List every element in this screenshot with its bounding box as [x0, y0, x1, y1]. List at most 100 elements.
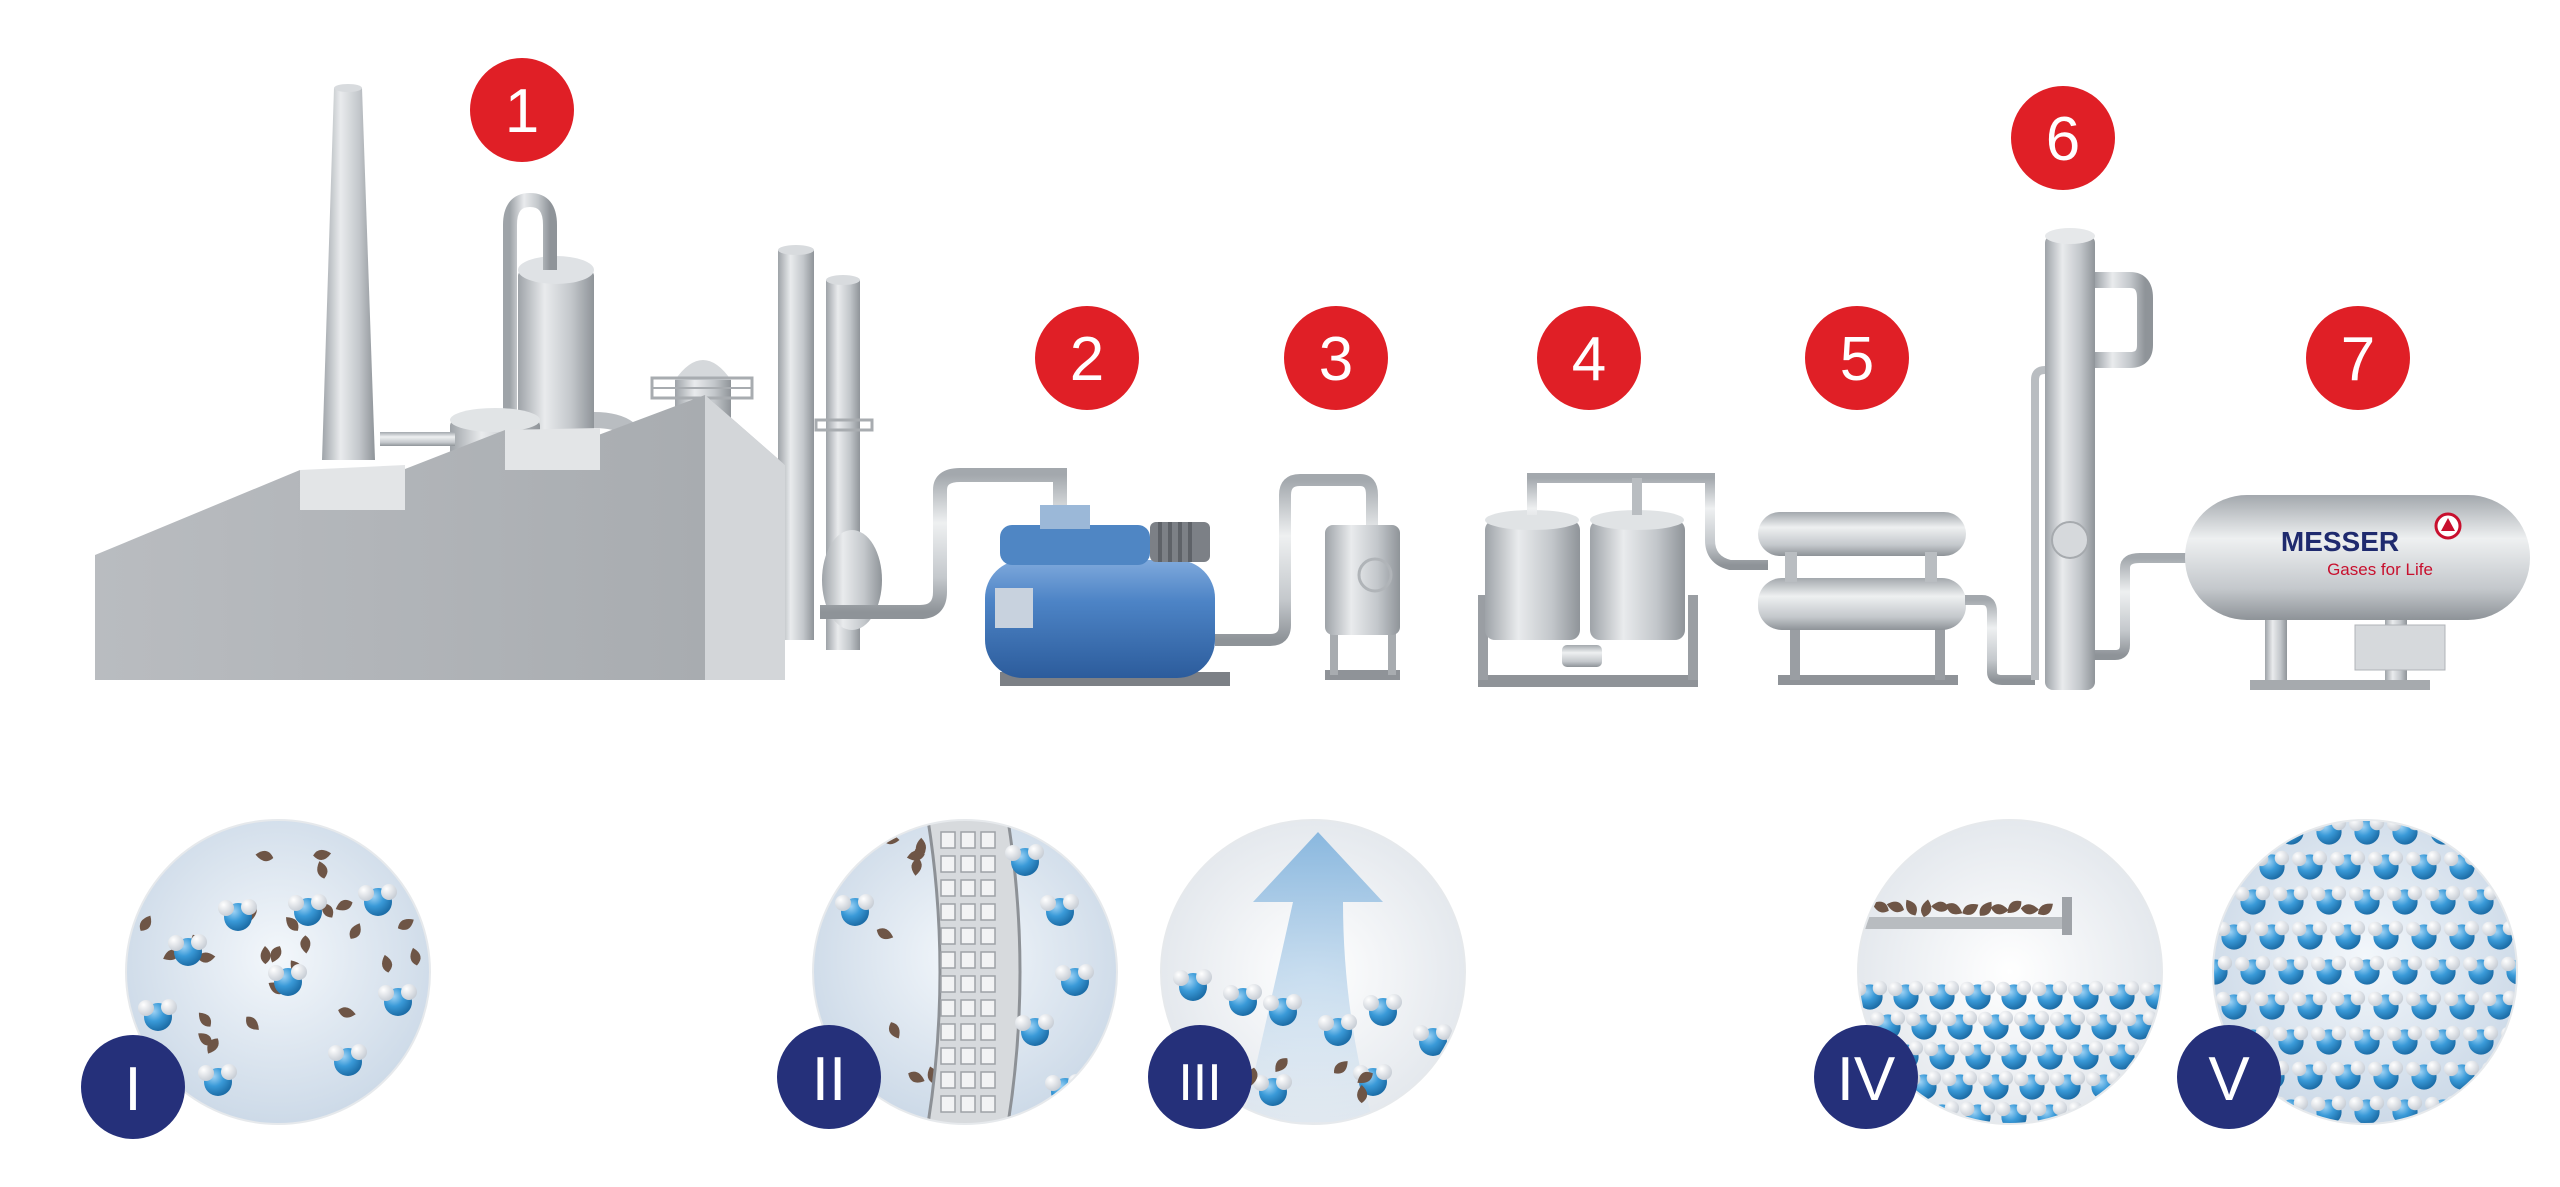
- molecule: [2368, 990, 2404, 1020]
- molecule: [2406, 990, 2442, 1020]
- molecule: [288, 894, 327, 926]
- molecule: [2425, 1025, 2461, 1055]
- molecule: [2368, 850, 2404, 880]
- particle: [197, 952, 216, 963]
- detail-badge-circle: [777, 1025, 881, 1129]
- molecule: [2482, 1060, 2517, 1090]
- molecule: [2213, 955, 2233, 985]
- molecule: [1045, 1074, 1084, 1106]
- molecule: [2050, 1070, 2086, 1100]
- molecule: [328, 1044, 367, 1076]
- molecule: [2501, 1096, 2517, 1124]
- particle: [2007, 900, 2022, 914]
- molecule: [1040, 894, 1079, 926]
- detail-badge-circle: [81, 1035, 185, 1139]
- particle: [139, 915, 152, 931]
- molecule: [2349, 1025, 2385, 1055]
- molecule: [2235, 885, 2271, 915]
- molecule: [1253, 1074, 1292, 1106]
- molecule: [2140, 1100, 2162, 1124]
- detail-badge-circle: [1814, 1025, 1918, 1129]
- step-badge-circle: [1284, 306, 1388, 410]
- molecule: [1906, 1010, 1942, 1040]
- detail-badge-V: V: [2177, 1025, 2281, 1129]
- dryer-unit: [1478, 473, 1768, 687]
- particle: [1979, 901, 1992, 916]
- molecule: [2482, 850, 2517, 880]
- molecule: [2330, 990, 2366, 1020]
- step-badge-circle: [470, 58, 574, 162]
- step-badge-1: 1: [470, 58, 574, 162]
- molecule: [2086, 1010, 2122, 1040]
- tank-brand-text: MESSER: [2281, 526, 2399, 557]
- particle: [402, 1083, 415, 1099]
- particle: [300, 935, 311, 954]
- particle: [207, 1038, 219, 1054]
- molecule: [2235, 820, 2271, 845]
- detail-roman-label: II: [812, 1045, 846, 1114]
- particle: [335, 899, 353, 911]
- scrubber-vessel: [1325, 525, 1470, 680]
- molecule: [2032, 980, 2068, 1010]
- molecule: [268, 964, 307, 996]
- distillation-column: [2031, 228, 2195, 690]
- molecule: [2520, 1061, 2555, 1090]
- particle: [198, 1012, 211, 1027]
- particle: [1357, 1085, 1368, 1104]
- step-badge-5: 5: [1805, 306, 1909, 410]
- detail-view-II: [812, 819, 1118, 1125]
- molecule: [1015, 1014, 1054, 1046]
- particle: [317, 861, 328, 879]
- molecule: [2140, 1040, 2162, 1070]
- molecule: [2273, 1025, 2309, 1055]
- compressor-unit: [985, 474, 1378, 686]
- molecule: [2387, 1025, 2423, 1055]
- molecule: [1363, 994, 1402, 1026]
- particle: [889, 1022, 900, 1039]
- molecule: [2014, 1010, 2050, 1040]
- molecule: [1055, 964, 1094, 996]
- particle: [914, 842, 926, 859]
- molecule: [1870, 1010, 1906, 1040]
- detail-roman-label: IV: [1837, 1045, 1896, 1114]
- molecule: [1263, 994, 1302, 1026]
- detail-badge-III: III: [1148, 1025, 1252, 1129]
- step-badge-circle: [1805, 306, 1909, 410]
- step-badge-4: 4: [1537, 306, 1641, 410]
- messer-logo: MESSER Gases for Life: [2281, 512, 2462, 579]
- molecule: [2292, 990, 2328, 1020]
- molecule: [2292, 850, 2328, 880]
- particle: [246, 1016, 259, 1030]
- molecule: [358, 884, 397, 916]
- particle: [1886, 901, 1905, 913]
- molecule: [1173, 969, 1212, 1001]
- molecule: [2032, 1040, 2068, 1070]
- particle: [1334, 1061, 1348, 1074]
- particle: [1275, 1058, 1288, 1072]
- detail-view-IV: [1857, 819, 2163, 1125]
- particle: [286, 917, 299, 931]
- molecule: [1888, 980, 1924, 1010]
- molecule: [1413, 1024, 1452, 1056]
- molecule: [2387, 885, 2423, 915]
- step-badge-6: 6: [2011, 86, 2115, 190]
- molecule: [2158, 1011, 2162, 1027]
- molecule: [2520, 851, 2555, 880]
- molecule: [2292, 1060, 2328, 1090]
- tray: [1865, 917, 2070, 929]
- molecule: [2292, 920, 2328, 950]
- particle: [410, 947, 421, 966]
- molecule: [2444, 990, 2480, 1020]
- molecule: [2122, 1070, 2158, 1100]
- molecule: [2273, 955, 2309, 985]
- molecule: [1005, 844, 1044, 876]
- step-number-label: 2: [1070, 325, 1104, 394]
- molecule: [2425, 885, 2461, 915]
- molecule: [2254, 990, 2290, 1020]
- molecule: [2068, 1100, 2104, 1124]
- particle: [255, 850, 274, 862]
- molecule: [2273, 885, 2309, 915]
- detail-roman-label: V: [2208, 1045, 2250, 1114]
- step-number-label: 4: [1572, 325, 1606, 394]
- particle: [1920, 899, 1932, 918]
